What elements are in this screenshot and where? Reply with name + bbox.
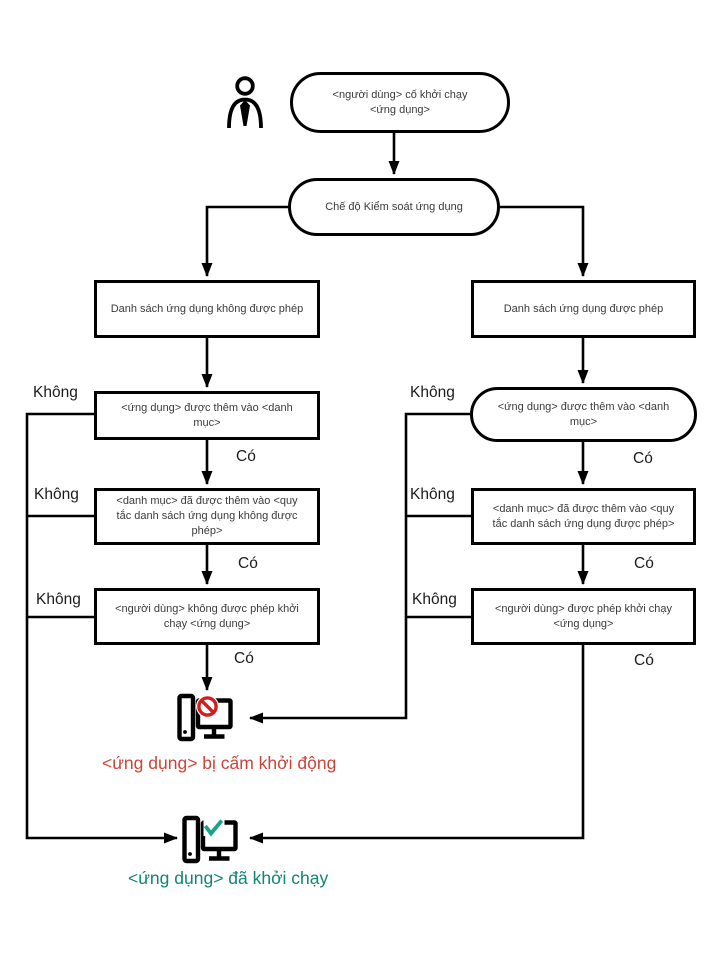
node-denylist: Danh sách ứng dụng không được phép xyxy=(94,280,320,338)
label-no-right-1: Không xyxy=(410,384,455,401)
label-yes-left-3: Có xyxy=(234,650,254,667)
node-user-start: <người dùng> cố khởi chạy <ứng dụng> xyxy=(290,72,510,133)
node-app-added-allow-label: <ứng dụng> được thêm vào <danh mục> xyxy=(497,400,670,428)
label-yes-right-2: Có xyxy=(634,555,654,572)
node-allowlist-label: Danh sách ứng dụng được phép xyxy=(503,302,664,315)
label-no-right-2: Không xyxy=(410,486,455,503)
node-category-rule-deny-label: <danh mục> đã được thêm vào <quy tắc dan… xyxy=(116,495,298,537)
label-no-left-1: Không xyxy=(33,384,78,401)
node-control-mode-label: Chế độ Kiểm soát ứng dụng xyxy=(325,200,463,213)
label-yes-left-1: Có xyxy=(236,448,256,465)
node-app-added-deny: <ứng dụng> được thêm vào <danh mục> xyxy=(94,391,320,440)
person-icon xyxy=(227,76,263,129)
computer-started-icon xyxy=(182,815,238,864)
computer-blocked-icon xyxy=(177,693,233,742)
label-yes-right-1: Có xyxy=(633,450,653,467)
check-icon xyxy=(203,817,225,837)
node-category-rule-allow-label: <danh mục> đã được thêm vào <quy tắc dan… xyxy=(492,502,675,530)
node-category-rule-deny: <danh mục> đã được thêm vào <quy tắc dan… xyxy=(94,488,320,545)
result-started-text: <ứng dụng> đã khởi chạy xyxy=(128,868,329,888)
result-blocked-text: <ứng dụng> bị cấm khởi động xyxy=(102,753,337,773)
node-user-not-allowed: <người dùng> không được phép khởi chạy <… xyxy=(94,588,320,645)
label-no-right-3: Không xyxy=(412,591,457,608)
node-user-not-allowed-label: <người dùng> không được phép khởi chạy <… xyxy=(115,602,299,630)
node-user-allowed: <người dùng> được phép khởi chạy <ứng dụ… xyxy=(471,588,696,645)
node-user-allowed-label: <người dùng> được phép khởi chạy <ứng dụ… xyxy=(494,602,673,630)
node-app-added-allow: <ứng dụng> được thêm vào <danh mục> xyxy=(470,387,697,442)
label-no-left-2: Không xyxy=(34,486,79,503)
tie-shape xyxy=(240,100,250,126)
label-yes-left-2: Có xyxy=(238,555,258,572)
label-yes-right-3: Có xyxy=(634,652,654,669)
node-control-mode: Chế độ Kiểm soát ứng dụng xyxy=(288,178,500,236)
node-denylist-label: Danh sách ứng dụng không được phép xyxy=(110,302,304,315)
node-category-rule-allow: <danh mục> đã được thêm vào <quy tắc dan… xyxy=(471,488,696,545)
label-no-left-3: Không xyxy=(36,591,81,608)
node-app-added-deny-label: <ứng dụng> được thêm vào <danh mục> xyxy=(121,401,293,429)
node-user-start-label: <người dùng> cố khởi chạy <ứng dụng> xyxy=(332,88,468,116)
node-allowlist: Danh sách ứng dụng được phép xyxy=(471,280,696,338)
prohibition-icon xyxy=(196,695,219,718)
